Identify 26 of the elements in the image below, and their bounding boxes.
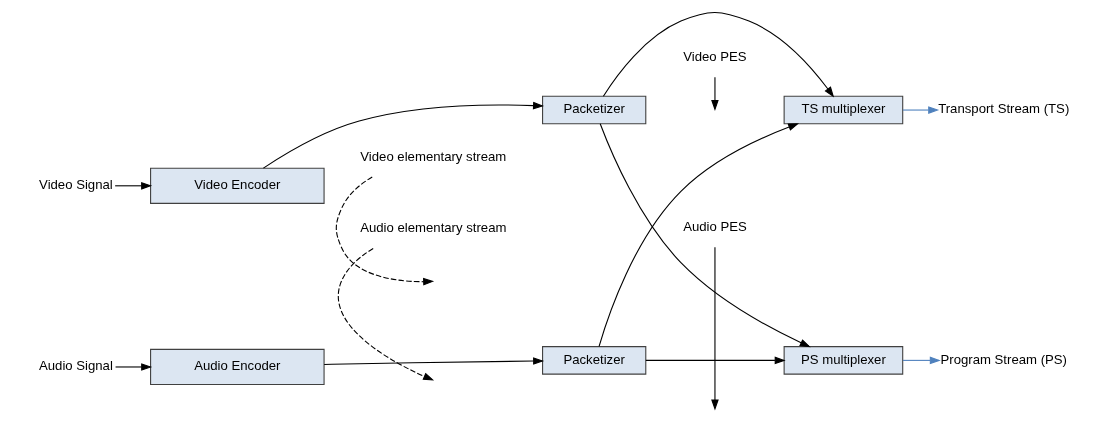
node-text: Video PES [682,48,747,64]
node-text: Video Signal [38,177,113,193]
node-text: Audio PES [682,218,747,234]
arrow [337,248,434,381]
arrow [710,76,719,111]
arrow [901,356,941,365]
node-text: Audio elementary stream [359,220,506,236]
arrow [710,246,719,411]
arrow [901,106,939,114]
arrow [602,11,834,98]
node-box: Packetizer [541,95,646,125]
arrow [114,363,152,371]
arrow [644,356,786,365]
node-box: Packetizer [541,346,646,375]
node-text: Video elementary stream [359,148,506,164]
node-box: Video Encoder [149,167,325,204]
arrow [335,176,434,286]
arrow [262,101,544,169]
arrow [114,181,152,190]
node-box: TS multiplexer [783,95,903,125]
node-box: PS multiplexer [783,346,903,375]
arrow [323,357,544,366]
node-text: Audio Signal [38,358,113,374]
node-text: Transport Stream (TS) [937,101,1069,117]
node-box: Audio Encoder [149,348,325,386]
node-text: Program Stream (PS) [939,351,1067,367]
